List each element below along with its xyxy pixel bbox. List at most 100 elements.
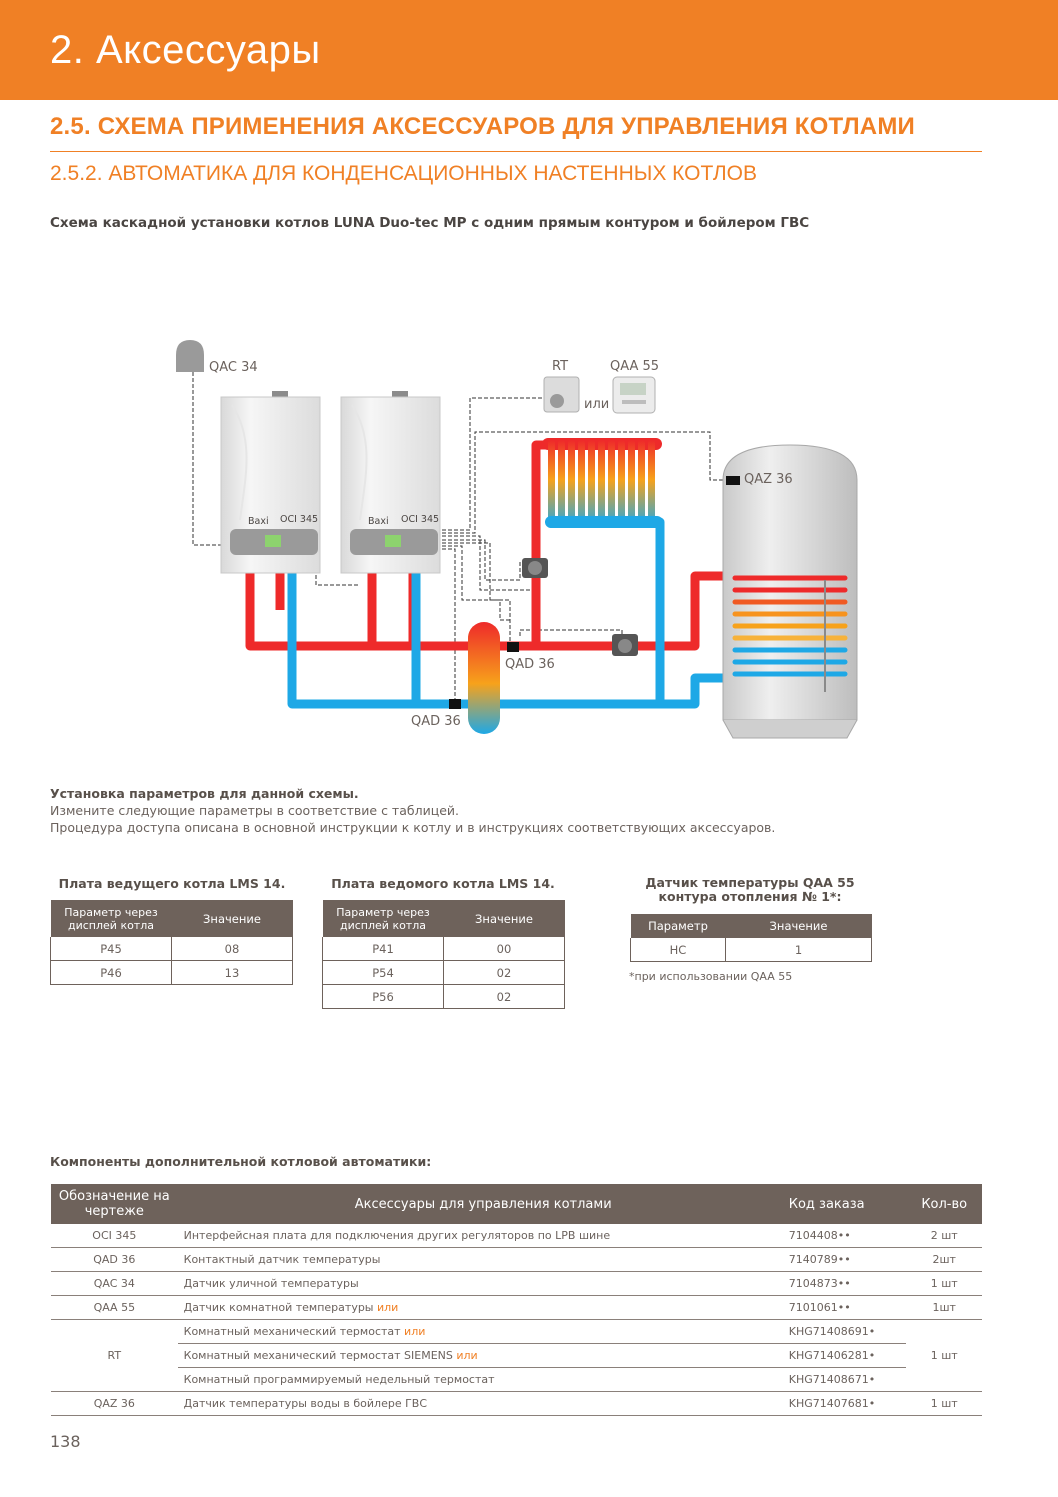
table-cell: P41 (322, 937, 444, 961)
table-cell: QAD 36 (51, 1247, 178, 1272)
section-title: 2.5. СХЕМА ПРИМЕНЕНИЯ АКСЕССУАРОВ ДЛЯ УП… (50, 113, 915, 140)
table-cell: KHG71406281• (788, 1343, 907, 1368)
table-caption: Плата ведущего котла LMS 14. (58, 876, 286, 891)
components-table: Обозначение на чертеже Аксессуары для уп… (51, 1184, 982, 1416)
setup-line: Процедура доступа описана в основной инс… (50, 820, 776, 835)
or-word: или (404, 1325, 426, 1338)
chapter-title: 2. Аксессуары (50, 28, 321, 72)
desc-text: Интерфейсная плата для подключения други… (183, 1229, 611, 1242)
circulation-pump-icon (522, 558, 548, 578)
slave-board-table: Параметр через дисплей котла Значение P4… (322, 900, 565, 1009)
table-row: Комнатный механический термостат SIEMENS… (51, 1343, 982, 1368)
table-row: RT Комнатный механический термостат или … (51, 1319, 982, 1392)
qaa-param-table: Параметр Значение HC 1 (630, 914, 872, 962)
oci-label: OCI 345 (280, 514, 318, 525)
desc-text: Комнатный программируемый недельный терм… (183, 1373, 495, 1386)
qaz-sensor-icon (726, 476, 740, 485)
table-cell: P54 (322, 960, 444, 985)
table-row: QAD 36 Контактный датчик температуры 714… (51, 1247, 982, 1272)
section-divider (50, 151, 982, 152)
qaa-label: QAA 55 (610, 359, 659, 374)
table-cell: RT (51, 1319, 178, 1392)
table-row: HC 1 (630, 938, 872, 962)
table-cell: 1 (725, 938, 872, 962)
components-caption: Компоненты дополнительной котловой автом… (50, 1154, 432, 1169)
column-header: Значение (725, 914, 872, 938)
room-unit-icon (612, 376, 656, 414)
page-header: 2. Аксессуары (0, 0, 1058, 100)
desc-text: Комнатный механический термостат SIEMENS (183, 1349, 457, 1362)
table-row: P54 02 (322, 960, 565, 985)
table-cell: 08 (171, 937, 293, 961)
column-header: Значение (443, 900, 565, 937)
table-cell: 02 (443, 984, 565, 1009)
qad-label: QAD 36 (505, 657, 555, 672)
or-word: или (377, 1301, 399, 1314)
oci-label: OCI 345 (401, 514, 439, 525)
table-cell: 7104873•• (788, 1271, 907, 1296)
table-cell: P45 (50, 937, 172, 961)
table-cell: QAA 55 (51, 1295, 178, 1320)
diagram-title: Схема каскадной установки котлов LUNA Du… (50, 215, 810, 231)
desc-text: Контактный датчик температуры (183, 1253, 381, 1266)
table-cell: 2шт (906, 1247, 982, 1272)
subsection-title: 2.5.2. АВТОМАТИКА ДЛЯ КОНДЕНСАЦИОННЫХ НА… (50, 162, 757, 185)
table-row: OCI 345 Интерфейсная плата для подключен… (51, 1224, 982, 1248)
boiler-brand: Baxi (368, 516, 389, 527)
table-cell: Комнатный механический термостат SIEMENS… (177, 1343, 789, 1368)
circulation-pump-icon (612, 634, 638, 656)
column-header: Параметр через дисплей котла (50, 900, 172, 937)
table-cell: Комнатный программируемый недельный терм… (177, 1367, 789, 1392)
table-row: P41 00 (322, 937, 565, 961)
table-cell: 02 (443, 960, 565, 985)
table-cell: QAC 34 (51, 1271, 178, 1296)
room-thermostat-icon (543, 376, 580, 413)
table-cell: KHG71408671• (788, 1367, 907, 1392)
table-cell: Датчик уличной температуры (177, 1271, 789, 1296)
rt-label: RT (552, 359, 568, 374)
column-header: Код заказа (788, 1184, 907, 1224)
table-row: P45 08 (50, 937, 293, 961)
table-row: QAZ 36 Датчик температуры воды в бойлере… (51, 1391, 982, 1416)
radiator (542, 438, 663, 528)
table-cell: HC (630, 938, 726, 962)
boiler-slave: OCI 345 Baxi (340, 391, 441, 574)
desc-text: Датчик температуры воды в бойлере ГВС (183, 1397, 428, 1410)
outdoor-sensor-icon (176, 340, 204, 372)
table-caption: Плата ведомого котла LMS 14. (331, 876, 555, 891)
table-cell: OCI 345 (51, 1224, 178, 1248)
table-cell: KHG71407681• (788, 1391, 907, 1416)
column-header: Обозначение на чертеже (51, 1184, 178, 1224)
boiler-master: OCI 345 Baxi (220, 391, 321, 574)
column-header: Параметр (630, 914, 726, 938)
table-caption-line: контура отопления № 1*: (658, 889, 842, 904)
page-number: 138 (50, 1432, 81, 1451)
table-cell: 1 шт (906, 1391, 982, 1416)
setup-text: Установка параметров для данной схемы. И… (50, 785, 775, 836)
column-header: Параметр через дисплей котла (322, 900, 444, 937)
qad-sensor-icon (449, 699, 461, 709)
table-cell: Контактный датчик температуры (177, 1247, 789, 1272)
table-row: QAC 34 Датчик уличной температуры 710487… (51, 1271, 982, 1296)
table-cell: Комнатный механический термостат или (177, 1319, 789, 1344)
table-cell: 2 шт (906, 1224, 982, 1248)
table-row: P46 13 (50, 960, 293, 985)
control-wiring (192, 372, 727, 704)
table-cell: P46 (50, 960, 172, 985)
table-cell: Датчик температуры воды в бойлере ГВС (177, 1391, 789, 1416)
cascade-diagram: OCI 345 Baxi OCI 345 Baxi QAC 34 RT или … (176, 340, 858, 739)
qad-sensor-icon (507, 642, 519, 652)
table-cell: QAZ 36 (51, 1391, 178, 1416)
table-row: QAA 55 Датчик комнатной температуры или … (51, 1295, 982, 1320)
table-caption: Датчик температуры QAA 55 контура отопле… (629, 876, 871, 904)
table-cell: 00 (443, 937, 565, 961)
table-cell: P56 (322, 984, 444, 1009)
table-cell: 1 шт (906, 1271, 982, 1296)
table-cell: 13 (171, 960, 293, 985)
footnote: *при использовании QAA 55 (629, 970, 793, 983)
column-header: Кол-во (906, 1184, 982, 1224)
column-header: Аксессуары для управления котлами (177, 1184, 789, 1224)
table-cell: 7104408•• (788, 1224, 907, 1248)
hydraulic-separator (468, 622, 500, 734)
table-cell: Интерфейсная плата для подключения други… (177, 1224, 789, 1248)
